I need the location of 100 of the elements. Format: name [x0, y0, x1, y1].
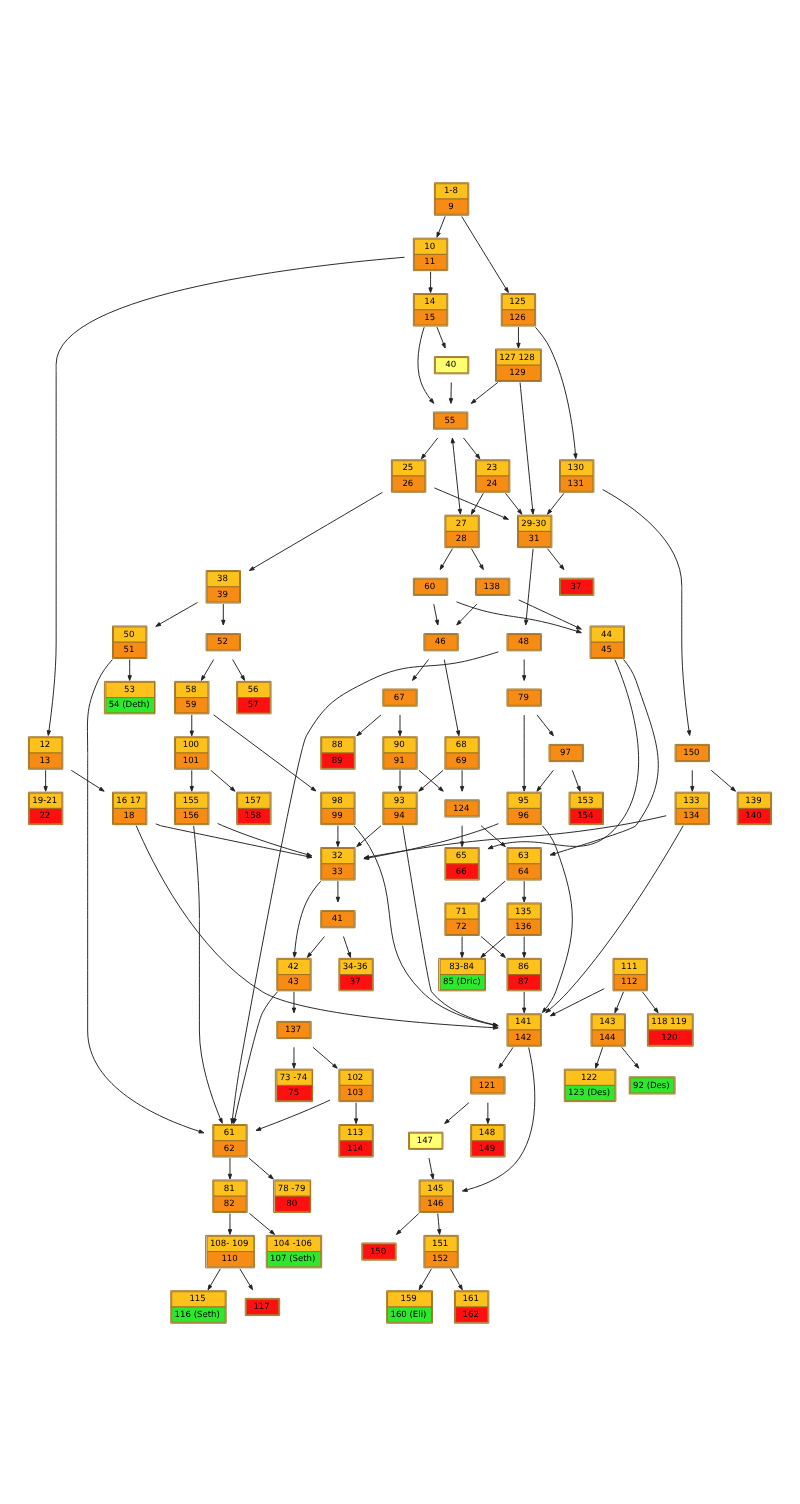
arrow — [498, 1045, 514, 1068]
arrow — [546, 491, 565, 514]
arrow — [443, 658, 461, 736]
arrow — [248, 1156, 274, 1179]
arrow — [248, 490, 383, 571]
arrow — [335, 824, 341, 847]
arrow — [363, 814, 667, 859]
arrow — [541, 824, 573, 1012]
arrow — [86, 658, 205, 1133]
arrow — [448, 381, 454, 403]
arrow — [522, 713, 527, 791]
arrow — [470, 547, 484, 570]
arrow — [418, 1267, 432, 1290]
arrow — [536, 768, 554, 791]
arrow — [292, 879, 322, 957]
arrow — [522, 658, 527, 680]
arrow — [397, 768, 403, 791]
arrow — [418, 768, 444, 791]
arrow — [356, 713, 382, 736]
arrow — [342, 935, 352, 957]
arrow — [70, 768, 105, 791]
arrow — [690, 768, 695, 791]
arrow — [480, 935, 506, 957]
arrow — [459, 768, 465, 791]
arrow — [255, 1098, 331, 1130]
arrow — [411, 658, 429, 680]
arrow — [549, 987, 605, 1016]
arrow — [449, 1267, 463, 1290]
arrow — [516, 325, 521, 348]
arrow — [335, 879, 341, 902]
arrow — [312, 1045, 338, 1068]
arrow — [621, 1045, 640, 1068]
arrow — [356, 824, 382, 847]
arrow — [436, 325, 446, 348]
arrow — [461, 1045, 536, 1191]
arrow — [641, 990, 659, 1013]
arrow — [127, 658, 132, 680]
arrow — [189, 768, 194, 791]
arrow — [155, 601, 198, 626]
arrow — [462, 436, 481, 459]
arrow — [221, 602, 226, 625]
arrow — [189, 713, 194, 736]
arrow — [353, 1101, 359, 1124]
arrow — [480, 824, 506, 847]
arrow — [437, 1212, 442, 1234]
arrow — [487, 658, 639, 849]
arrow — [522, 879, 527, 902]
arrow — [614, 990, 624, 1013]
arrow — [450, 436, 462, 514]
arrow — [459, 824, 465, 847]
arrow — [524, 547, 534, 625]
arrow — [571, 768, 581, 791]
arrow — [232, 990, 278, 1124]
arrow — [210, 768, 236, 791]
arrow — [395, 1212, 420, 1234]
arrow — [193, 824, 223, 1123]
arrow — [213, 713, 317, 791]
arrow — [545, 824, 684, 1013]
arrow — [480, 879, 506, 902]
arrow — [433, 602, 440, 625]
arrow — [200, 658, 215, 680]
arrow — [522, 990, 527, 1013]
arrow — [595, 1045, 604, 1068]
arrow — [535, 325, 578, 459]
arrow — [602, 488, 692, 735]
arrow — [536, 713, 554, 736]
arrow — [363, 822, 499, 859]
arrow — [456, 600, 582, 633]
arrow — [291, 1045, 297, 1068]
arrow — [470, 381, 499, 403]
arrow — [519, 381, 535, 514]
arrow — [227, 1156, 233, 1179]
arrow — [417, 325, 435, 403]
arrow — [249, 1212, 276, 1234]
arrow — [518, 598, 582, 629]
arrow — [461, 215, 509, 292]
arrow — [710, 768, 736, 791]
arrow — [456, 602, 478, 625]
arrow — [522, 935, 527, 957]
arrow — [444, 1101, 470, 1124]
arrow — [428, 270, 433, 293]
arrow — [459, 935, 465, 957]
arrow — [505, 491, 523, 514]
arrow — [207, 1267, 221, 1290]
arrow — [43, 768, 48, 791]
arrow — [547, 547, 565, 570]
arrow — [291, 990, 297, 1013]
arrow — [436, 214, 446, 237]
arrow — [46, 255, 406, 735]
arrow — [420, 436, 439, 459]
arrow — [433, 486, 509, 519]
arrow — [306, 935, 325, 957]
arrow — [470, 491, 484, 514]
arrow — [485, 1101, 491, 1124]
arrow — [227, 1212, 233, 1234]
arrow — [397, 713, 403, 736]
arrow — [239, 1267, 254, 1290]
arrow — [232, 658, 246, 680]
arrow — [428, 1156, 435, 1179]
arrow — [439, 547, 453, 570]
